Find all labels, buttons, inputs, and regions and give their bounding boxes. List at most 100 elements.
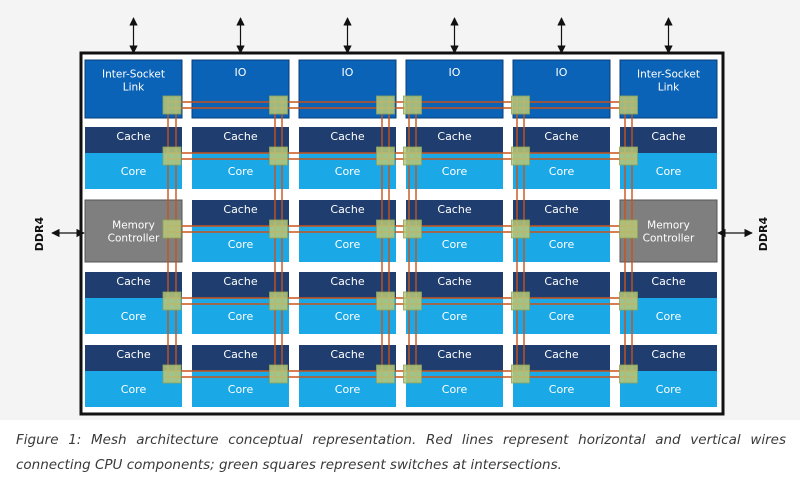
mesh-switch (403, 146, 422, 166)
cache-label-line: Cache (651, 275, 685, 288)
core-label-line: Core (335, 165, 361, 178)
core-label: Core (335, 383, 361, 396)
mesh-switch (376, 146, 395, 166)
cache-label-line: Cache (437, 275, 471, 288)
cache-label-line: Cache (116, 275, 150, 288)
mesh-switch (269, 219, 288, 239)
mesh-switch (162, 291, 182, 311)
cache-block (406, 127, 503, 153)
mesh-switch (162, 146, 182, 166)
mesh-switch (269, 146, 288, 166)
core-label-line: Core (442, 238, 468, 251)
cache-label-line: Cache (223, 348, 257, 361)
cache-label: Cache (116, 275, 150, 288)
mesh-switch (619, 364, 638, 384)
cache-label-line: Cache (223, 130, 257, 143)
mesh-switch (511, 364, 530, 384)
io-block-label: IO (449, 66, 461, 79)
mesh-switch (269, 364, 288, 384)
io-block-label-line: IO (449, 66, 461, 79)
mesh-switch (511, 95, 530, 115)
inter-socket-link-left-label-line: Inter-Socket (102, 69, 165, 81)
io-arrows (51, 17, 753, 238)
cache-label-line: Cache (544, 348, 578, 361)
cache-label: Cache (651, 348, 685, 361)
cache-label-line: Cache (330, 203, 364, 216)
cache-label-line: Cache (330, 348, 364, 361)
core-label: Core (549, 165, 575, 178)
cache-label: Cache (437, 275, 471, 288)
cache-label: Cache (223, 203, 257, 216)
cache-label: Cache (437, 348, 471, 361)
cache-label-line: Cache (544, 203, 578, 216)
cache-label: Cache (116, 130, 150, 143)
mesh-switch (269, 291, 288, 311)
cache-label-line: Cache (116, 348, 150, 361)
cache-label: Cache (223, 275, 257, 288)
cache-label: Cache (330, 348, 364, 361)
core-label: Core (335, 238, 361, 251)
core-label-line: Core (442, 310, 468, 323)
mesh-switch (511, 291, 530, 311)
core-label: Core (442, 165, 468, 178)
core-label: Core (442, 310, 468, 323)
figure-caption: Figure 1: Mesh architecture conceptual r… (16, 432, 786, 473)
core-label-line: Core (549, 238, 575, 251)
core-label-line: Core (442, 383, 468, 396)
mesh-switch (619, 291, 638, 311)
mesh-switch (376, 95, 395, 115)
chip-frame (79, 51, 725, 416)
io-block-label-line: IO (342, 66, 354, 79)
core-label-line: Core (442, 165, 468, 178)
core-label-line: Core (549, 383, 575, 396)
cache-label: Cache (223, 130, 257, 143)
core-label: Core (335, 165, 361, 178)
mesh-switch (162, 95, 182, 115)
io-block-label: IO (235, 66, 247, 79)
core-label: Core (121, 383, 147, 396)
core-label: Core (228, 383, 254, 396)
core-label-line: Core (121, 383, 147, 396)
cache-label-line: Cache (651, 130, 685, 143)
mesh-switch (376, 364, 395, 384)
core-label: Core (121, 165, 147, 178)
core-label-line: Core (228, 310, 254, 323)
mesh-switch (376, 291, 395, 311)
cache-label-line: Cache (330, 275, 364, 288)
ddr4-left-label: DDR4 (33, 216, 46, 251)
core-label: Core (656, 310, 682, 323)
mesh-switches (162, 95, 638, 384)
cache-label: Cache (544, 348, 578, 361)
memory-controller-label-line: Controller (108, 233, 160, 245)
cache-label: Cache (330, 130, 364, 143)
core-label-line: Core (121, 310, 147, 323)
cache-label: Cache (116, 348, 150, 361)
cache-label: Cache (330, 203, 364, 216)
mesh-switch (403, 291, 422, 311)
mesh-switch (162, 364, 182, 384)
io-block-label: IO (342, 66, 354, 79)
cache-label-line: Cache (651, 348, 685, 361)
cache-label-line: Cache (437, 348, 471, 361)
io-block-label-line: IO (235, 66, 247, 79)
cache-label: Cache (651, 130, 685, 143)
mesh-switch (619, 95, 638, 115)
core-label-line: Core (335, 383, 361, 396)
cache-label-line: Cache (223, 203, 257, 216)
core-label-line: Core (335, 238, 361, 251)
cache-label: Cache (223, 348, 257, 361)
cache-label: Cache (437, 130, 471, 143)
core-label: Core (656, 383, 682, 396)
mesh-switch (403, 95, 422, 115)
mesh-switch (619, 146, 638, 166)
memory-controller-label-line: Memory (112, 220, 155, 232)
cache-label-line: Cache (330, 130, 364, 143)
core-label: Core (656, 165, 682, 178)
core-label-line: Core (656, 383, 682, 396)
core-label: Core (442, 383, 468, 396)
core-label-line: Core (228, 238, 254, 251)
